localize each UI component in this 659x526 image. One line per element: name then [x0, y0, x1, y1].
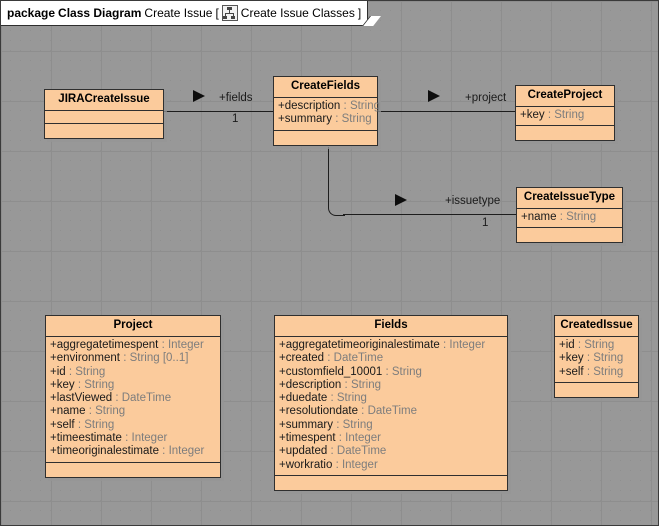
arrowhead-fields [193, 90, 205, 102]
role-label-project: +project [465, 92, 507, 104]
class-attributes-createdissue: +id : String +key : String +self : Strin… [555, 337, 638, 383]
class-box-createfields[interactable]: CreateFields +description : String +summ… [273, 76, 380, 146]
diagram-name-label: Create Issue Classes [240, 6, 355, 20]
class-attributes-fields: +aggregatetimeoriginalestimate : Integer… [275, 337, 507, 476]
attribute-row: +name : String [50, 405, 126, 418]
attribute-row: +timeoriginalestimate : Integer [50, 445, 205, 458]
attribute-row: +summary : String [278, 113, 372, 126]
attribute-row: +timespent : Integer [279, 432, 381, 445]
class-name-fields: Fields [275, 316, 507, 337]
bracket-open: [ [215, 6, 219, 20]
class-attributes-jiracreateissue [45, 111, 163, 124]
class-name-project: Project [46, 316, 220, 337]
attribute-row: +timeestimate : Integer [50, 432, 168, 445]
class-operations-createdissue [555, 382, 638, 397]
attribute-row: +key : String [50, 378, 115, 391]
multiplicity-issuetype: 1 [482, 217, 489, 229]
class-diagram-tree-icon [221, 5, 238, 21]
attribute-row: +duedate : String [279, 392, 367, 405]
role-label-issuetype: +issuetype [445, 195, 501, 207]
attribute-row: +summary : String [279, 418, 373, 431]
attribute-row: +workratio : Integer [279, 458, 378, 471]
class-operations-createfields [274, 130, 377, 145]
attribute-row: +updated : DateTime [279, 445, 387, 458]
role-label-fields: +fields [219, 92, 253, 104]
attribute-row: +name : String [521, 211, 597, 223]
class-name-createdissue: CreatedIssue [555, 316, 638, 337]
attribute-row: +self : String [559, 365, 624, 378]
class-box-fields[interactable]: Fields +aggregatetimeoriginalestimate : … [274, 315, 508, 491]
class-operations-createproject [516, 126, 614, 141]
association-line-fields [164, 111, 276, 112]
package-keyword: package [7, 6, 56, 20]
class-attributes-createissuetype: +name : String [517, 209, 622, 229]
class-name-createproject: CreateProject [516, 86, 614, 107]
class-attributes-project: +aggregatetimespent : Integer +environme… [46, 337, 220, 463]
attribute-row: +key : String [520, 109, 585, 121]
attribute-row: +lastViewed : DateTime [50, 392, 172, 405]
attribute-row: +id : String [50, 365, 106, 378]
association-line-project [378, 111, 516, 112]
class-box-createissuetype[interactable]: CreateIssueType +name : String [516, 187, 623, 244]
attribute-row: +self : String [50, 418, 115, 431]
arrowhead-issuetype [395, 194, 407, 206]
association-line-issuetype [343, 214, 517, 215]
class-attributes-createfields: +description : String +summary : String [274, 98, 380, 131]
attribute-row: +aggregatetimespent : Integer [50, 339, 204, 351]
class-box-createproject[interactable]: CreateProject +key : String [515, 85, 615, 142]
attribute-row: +key : String [559, 352, 624, 365]
class-box-createdissue[interactable]: CreatedIssue +id : String +key : String … [554, 315, 639, 398]
package-header-tab[interactable]: package Class Diagram Create Issue [ Cre… [1, 1, 369, 26]
class-operations-project [46, 462, 220, 477]
arrowhead-project [428, 90, 440, 102]
class-name-jiracreateissue: JIRACreateIssue [45, 90, 163, 111]
attribute-row: +id : String [559, 339, 615, 351]
package-name-label: Create Issue [144, 6, 213, 20]
bracket-close: ] [357, 6, 362, 20]
attribute-row: +aggregatetimeoriginalestimate : Integer [279, 339, 486, 351]
class-operations-createissuetype [517, 228, 622, 243]
attribute-row: +description : String [279, 378, 381, 391]
package-type-label: Class Diagram [58, 6, 142, 20]
class-name-createissuetype: CreateIssueType [517, 188, 622, 209]
attribute-row: +environment : String [0..1] [50, 352, 189, 365]
class-operations-jiracreateissue [45, 124, 163, 138]
association-line-issuetype-elbow [328, 147, 345, 216]
class-box-project[interactable]: Project +aggregatetimespent : Integer +e… [45, 315, 221, 478]
attribute-row: +customfield_10001 : String [279, 365, 422, 378]
class-name-createfields: CreateFields [274, 77, 377, 98]
attribute-row: +created : DateTime [279, 352, 384, 365]
attribute-row: +resolutiondate : DateTime [279, 405, 417, 418]
class-attributes-createproject: +key : String [516, 107, 614, 127]
class-operations-fields [275, 475, 507, 490]
class-box-jiracreateissue[interactable]: JIRACreateIssue [44, 89, 164, 139]
multiplicity-fields: 1 [232, 113, 239, 125]
attribute-row: +description : String [278, 100, 380, 112]
